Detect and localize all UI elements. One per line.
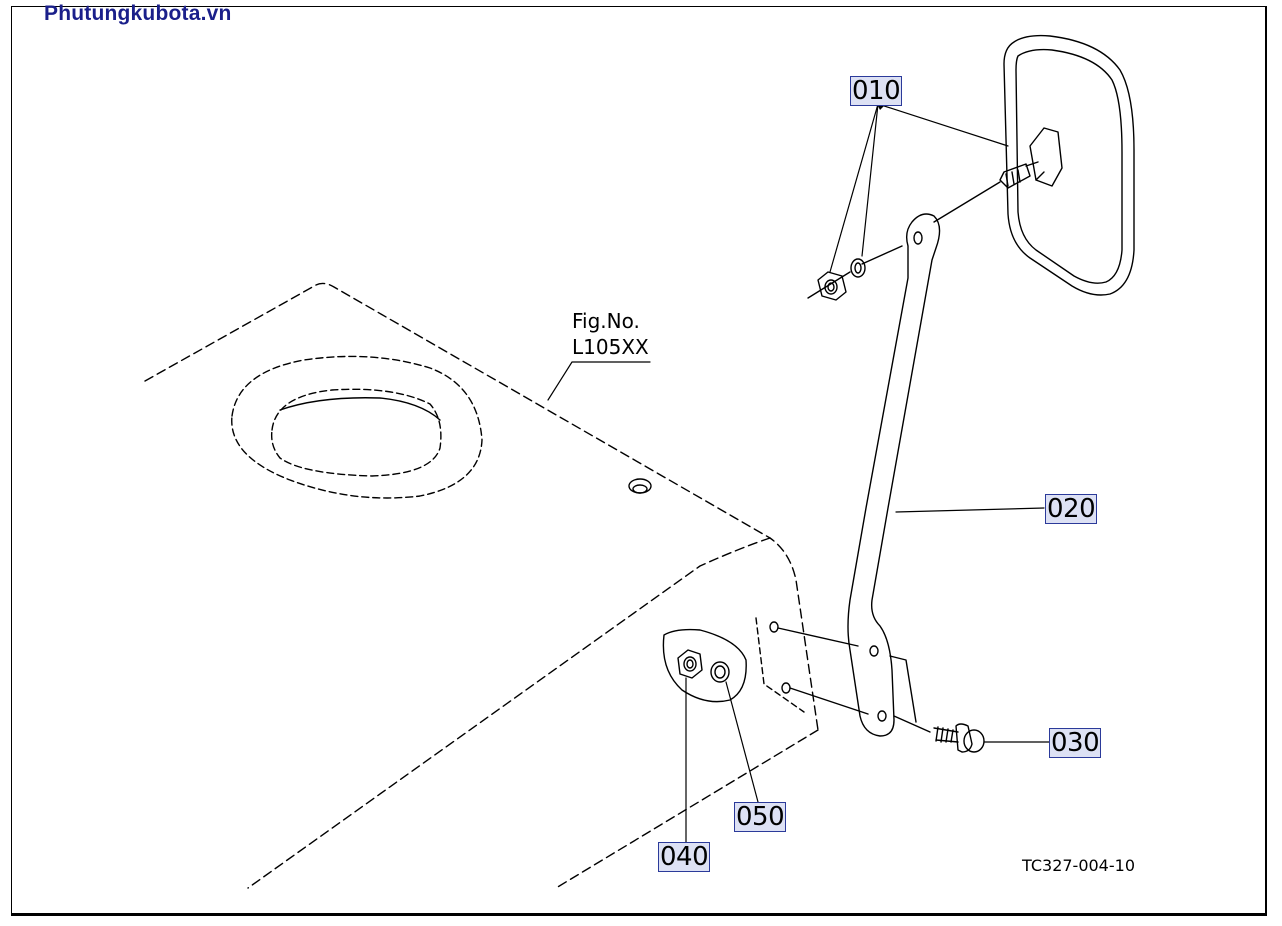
part-callout-020[interactable]: 020 — [1045, 494, 1098, 524]
fender-outline — [144, 282, 819, 889]
part-callout-050[interactable]: 050 — [734, 802, 787, 832]
leader-lines — [547, 103, 1051, 843]
fender-opening — [231, 355, 483, 499]
drawing-frame — [11, 6, 1267, 916]
figure-reference: Fig.No. L105XX — [572, 308, 649, 360]
fender-hole — [628, 478, 652, 494]
hex-nut — [817, 271, 847, 301]
figure-number: L105XX — [572, 335, 649, 359]
spring-washer — [850, 258, 866, 278]
bolt-align-line — [893, 715, 931, 733]
mount-plate — [755, 617, 805, 713]
mount-align-lines — [777, 627, 869, 715]
nut-axis-line — [861, 245, 903, 265]
mount-hole-lower — [781, 682, 791, 694]
mirror-axis-line — [933, 181, 1001, 223]
brand-watermark: Phutungkubota.vn — [44, 2, 232, 25]
part-callout-030[interactable]: 030 — [1049, 728, 1102, 758]
washer-050 — [710, 661, 730, 683]
part-callout-010[interactable]: 010 — [850, 76, 903, 106]
bolt-030 — [933, 723, 985, 753]
mirror-head — [999, 34, 1135, 296]
mirror-stay-020 — [847, 213, 941, 737]
bolt-bracket-line — [889, 655, 917, 723]
nut-040 — [677, 649, 703, 679]
part-callout-040[interactable]: 040 — [658, 842, 711, 872]
mount-hole-upper — [769, 621, 779, 633]
figure-label: Fig.No. — [572, 309, 640, 333]
drawing-code: TC327-004-10 — [1022, 856, 1135, 875]
